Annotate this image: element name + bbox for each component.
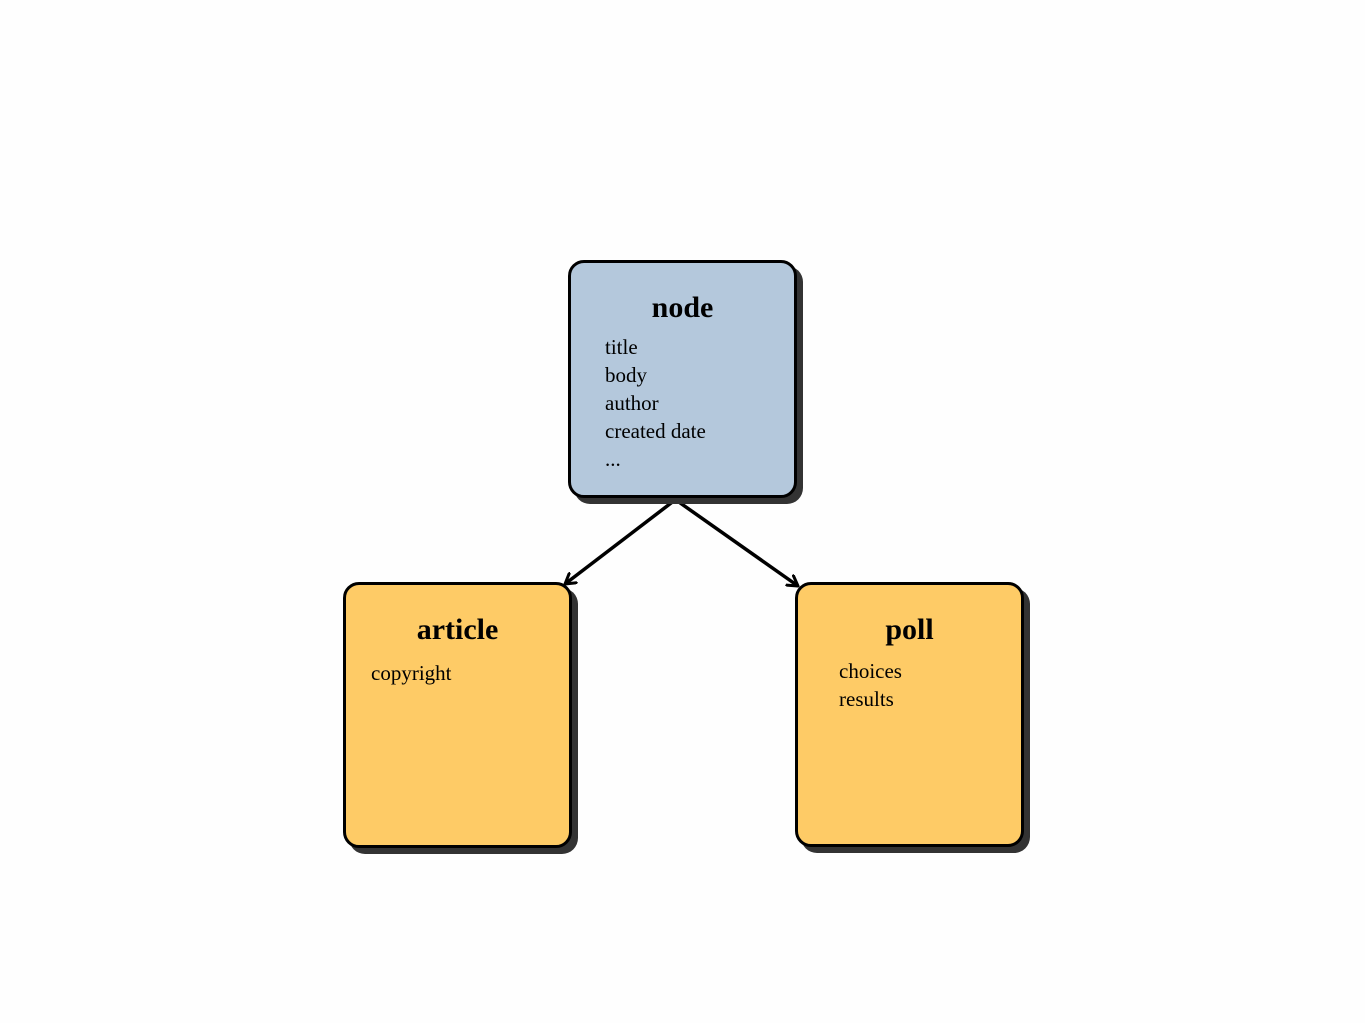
poll-title: poll bbox=[885, 613, 934, 646]
article-title: article bbox=[416, 613, 499, 646]
node-field-list: title body author created date ... bbox=[605, 333, 706, 473]
article-field-list: copyright bbox=[371, 659, 451, 687]
node-field-body: body bbox=[605, 363, 647, 387]
node-title: node bbox=[651, 291, 714, 324]
node-field-created-date: created date bbox=[605, 419, 706, 443]
poll-field-results: results bbox=[839, 687, 894, 711]
node-field-author: author bbox=[605, 391, 659, 415]
poll-field-choices: choices bbox=[839, 659, 902, 683]
node-field-ellipsis: ... bbox=[605, 447, 621, 471]
node-box: node title body author created date ... bbox=[568, 260, 797, 498]
node-field-title: title bbox=[605, 335, 638, 359]
article-field-copyright: copyright bbox=[371, 661, 452, 685]
edge-node-to-article bbox=[565, 498, 677, 584]
edge-node-to-poll bbox=[674, 498, 798, 586]
poll-field-list: choices results bbox=[839, 657, 902, 713]
article-box: article copyright bbox=[343, 582, 572, 848]
poll-box: poll choices results bbox=[795, 582, 1024, 847]
